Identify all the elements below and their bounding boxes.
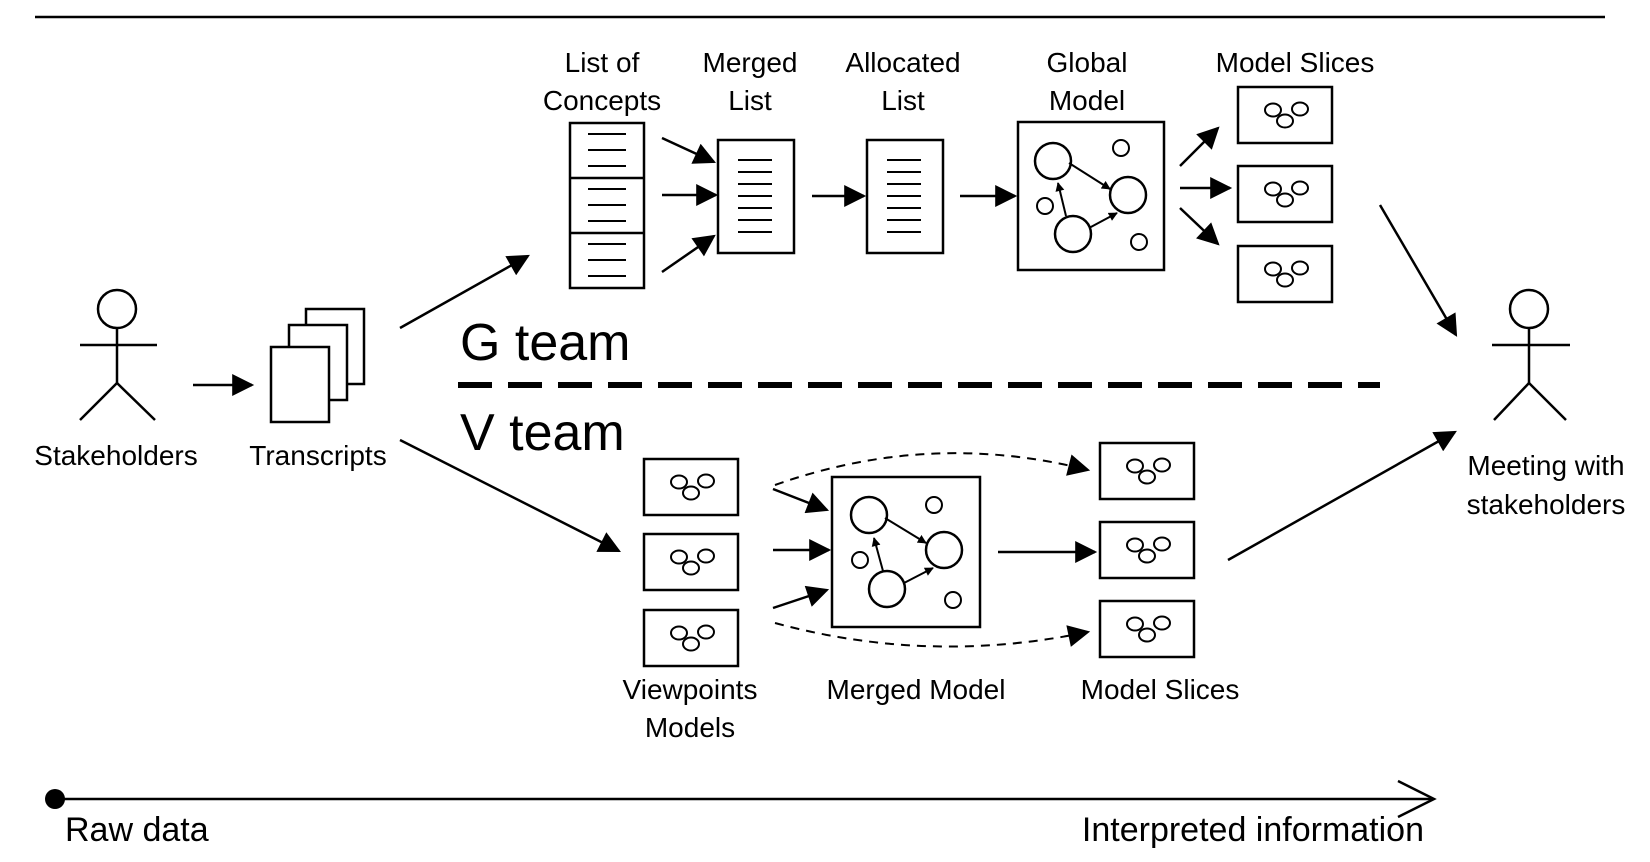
arrow-global-to-slice-1 <box>1179 126 1220 167</box>
allocated-list-label: Allocated <box>845 47 960 78</box>
arrow-bottom-slices-to-meeting <box>1227 430 1457 562</box>
merged-list-icon <box>716 138 796 255</box>
model-slice-bottom-1 <box>1098 441 1196 501</box>
raw-data-label: Raw data <box>65 811 209 849</box>
list-of-concepts-icon <box>568 121 646 290</box>
arrow-concepts-to-merged-1 <box>661 136 716 164</box>
arrow-transcripts-to-g-team <box>399 254 530 330</box>
viewpoint-model-1 <box>642 457 740 517</box>
viewpoint-model-2 <box>642 532 740 592</box>
transcripts-label: Transcripts <box>249 440 386 471</box>
g-team-label: G team <box>460 314 631 372</box>
model-slice-bottom-3 <box>1098 599 1196 659</box>
merged-list-label-2: List <box>728 85 772 116</box>
dashed-arrow-viewpoint-to-slice-bottom <box>774 622 1091 648</box>
viewpoint-model-3 <box>642 608 740 668</box>
global-model-label: Global <box>1047 47 1128 78</box>
viewpoints-models-label: Viewpoints <box>623 674 758 705</box>
dashed-arrow-viewpoint-to-slice-top <box>774 452 1091 486</box>
arrow-top-slices-to-meeting <box>1378 204 1458 337</box>
transcripts-icon <box>269 307 366 424</box>
allocated-list-icon <box>865 138 945 255</box>
v-team-label: V team <box>460 404 625 462</box>
stakeholders-figure-icon <box>79 288 157 421</box>
arrow-transcripts-to-v-team <box>399 438 621 553</box>
stakeholders-label: Stakeholders <box>34 440 197 471</box>
model-slice-bottom-2 <box>1098 520 1196 580</box>
meeting-figure-icon <box>1492 288 1570 421</box>
list-of-concepts-label-2: Concepts <box>543 85 661 116</box>
arrow-global-to-slice-3 <box>1179 207 1220 246</box>
list-of-concepts-label: List of <box>565 47 640 78</box>
meeting-label-2: stakeholders <box>1467 489 1626 520</box>
interpreted-information-label: Interpreted information <box>1082 811 1424 849</box>
meeting-label: Meeting with <box>1467 450 1624 481</box>
arrow-viewpoints-to-merged-3 <box>772 585 830 610</box>
viewpoints-models-label-2: Models <box>645 712 735 743</box>
merged-model-icon <box>830 475 982 629</box>
model-slices-top-label: Model Slices <box>1216 47 1375 78</box>
arrow-concepts-to-merged-3 <box>661 234 716 274</box>
merged-list-label: Merged <box>703 47 798 78</box>
arrow-viewpoints-to-merged-1 <box>772 487 830 514</box>
global-model-label-2: Model <box>1049 85 1125 116</box>
global-model-icon <box>1016 120 1166 272</box>
model-slice-top-3 <box>1236 244 1334 304</box>
model-slices-bottom-label: Model Slices <box>1081 674 1240 705</box>
merged-model-label: Merged Model <box>827 674 1006 705</box>
allocated-list-label-2: List <box>881 85 925 116</box>
model-slice-top-1 <box>1236 85 1334 145</box>
model-slice-top-2 <box>1236 164 1334 224</box>
timeline-axis <box>45 779 1437 819</box>
